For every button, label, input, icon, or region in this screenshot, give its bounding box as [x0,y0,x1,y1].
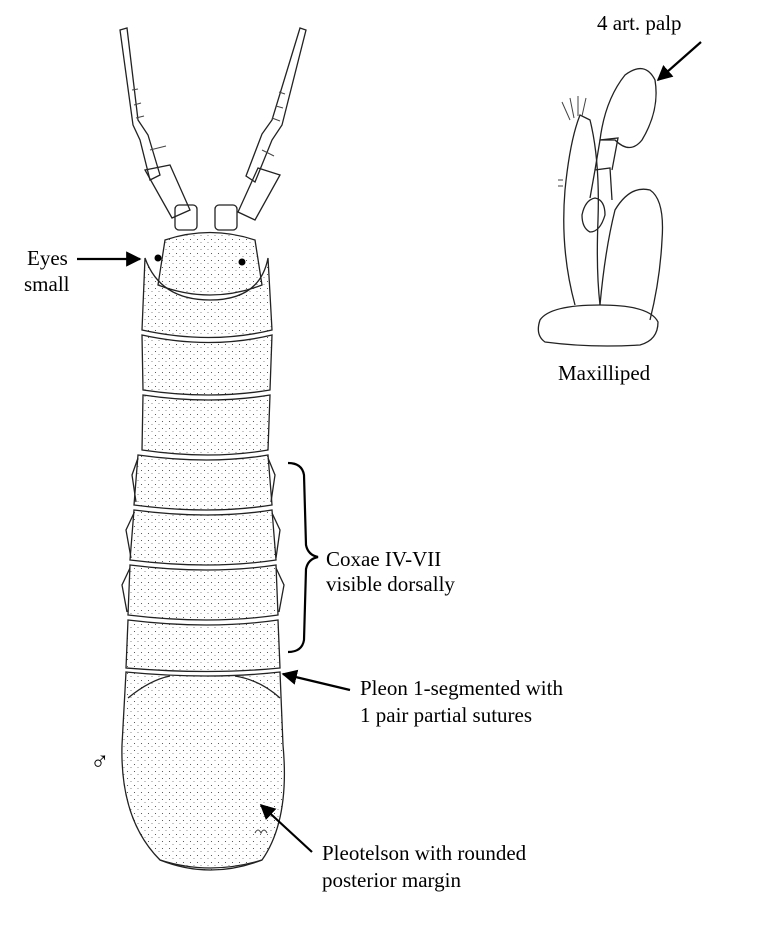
maxilliped-drawing [538,69,662,346]
label-pleon-1: Pleon 1-segmented with [360,676,563,700]
eye-right [239,259,246,266]
pleotelson [122,672,284,870]
isopod-body [120,28,306,870]
label-coxae-1: Coxae IV-VII [326,547,441,571]
label-eyes-1: Eyes [27,246,68,270]
label-maxilliped: Maxilliped [558,361,651,385]
label-eyes-2: small [24,272,70,296]
label-pleotelson-2: posterior margin [322,868,462,892]
pereonites [122,258,284,672]
label-palp: 4 art. palp [597,11,682,35]
label-pleon-2: 1 pair partial sutures [360,703,532,727]
eye-left [155,255,162,262]
label-pleotelson-1: Pleotelson with rounded [322,841,527,865]
arrow-palp [658,42,701,80]
antennae [120,28,306,230]
male-symbol: ♂ [90,747,110,776]
head [155,233,263,296]
bracket-coxae [288,463,318,652]
arrow-pleon [283,674,350,690]
label-coxae-2: visible dorsally [326,572,455,596]
